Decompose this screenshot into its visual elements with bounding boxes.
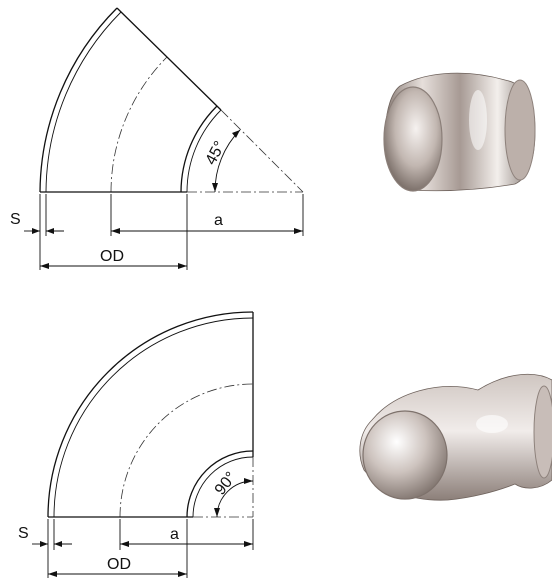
elbow-90-s-arrow-left xyxy=(40,541,48,547)
elbow-45-od-arrow-right xyxy=(178,263,187,269)
elbow-90-angle-label: 90° xyxy=(212,469,240,499)
elbow-45-od-arrow-left xyxy=(40,263,49,269)
elbow-45-wall-line xyxy=(45,11,122,193)
elbow-45-angle-arrow-top xyxy=(232,130,240,138)
elbow-45-a-arrow-left xyxy=(111,228,120,234)
elbow-90-inner-edge xyxy=(186,450,254,518)
pipe-elbow-45-render-icon xyxy=(383,72,536,192)
elbow-45-outer-edge xyxy=(39,7,118,193)
elbow-90-od-label: OD xyxy=(107,556,131,573)
elbow-90-s-label: S xyxy=(18,525,29,542)
elbow-45-od-label: OD xyxy=(100,248,124,265)
elbow-45-angle-label: 45° xyxy=(203,139,229,168)
elbow-90-drawing: 90° S a OD xyxy=(18,311,254,578)
elbow-45-centerline-arc xyxy=(110,56,168,193)
elbow-90-render-highlight xyxy=(476,415,508,433)
elbow-90-inner-wall-line xyxy=(192,456,254,518)
elbow-45-drawing: 45° S a OD xyxy=(10,7,304,270)
elbow-90-s-arrow-right xyxy=(54,541,62,547)
elbow-45-angle-arrow-bottom xyxy=(212,183,218,192)
elbow-45-centerline-diagonal xyxy=(220,109,304,193)
elbow-45-render-highlight xyxy=(469,90,487,150)
pipe-elbow-90-render-icon xyxy=(359,373,552,501)
elbow-45-inner-edge xyxy=(180,105,218,193)
elbow-90-a-label: a xyxy=(170,526,179,543)
elbow-90-render-opening-left xyxy=(362,410,448,500)
elbow-90-a-arrow-right xyxy=(244,541,253,547)
elbow-45-a-arrow-right xyxy=(294,228,303,234)
elbow-90-wall-line xyxy=(53,317,254,518)
elbow-45-render-opening-left xyxy=(383,86,443,192)
elbow-90-angle-arrow-top xyxy=(244,478,253,484)
elbow-45-s-arrow-right xyxy=(46,228,54,234)
elbow-45-s-arrow-left xyxy=(32,228,40,234)
elbow-45-s-label: S xyxy=(10,211,21,228)
elbow-90-od-arrow-right xyxy=(178,571,187,577)
elbow-90-outer-edge xyxy=(47,311,254,518)
elbow-90-centerline-arc xyxy=(119,383,254,518)
elbow-45-a-label: a xyxy=(214,212,223,229)
elbow-90-render-opening-right xyxy=(533,385,552,479)
elbow-45-top-face xyxy=(116,7,222,111)
elbow-90-angle-arrow-bottom xyxy=(214,508,220,517)
elbow-90-od-arrow-left xyxy=(48,571,57,577)
elbow-45-inner-wall-line xyxy=(186,109,222,193)
elbow-90-a-arrow-left xyxy=(120,541,129,547)
elbow-45-render-opening-right xyxy=(504,79,536,181)
